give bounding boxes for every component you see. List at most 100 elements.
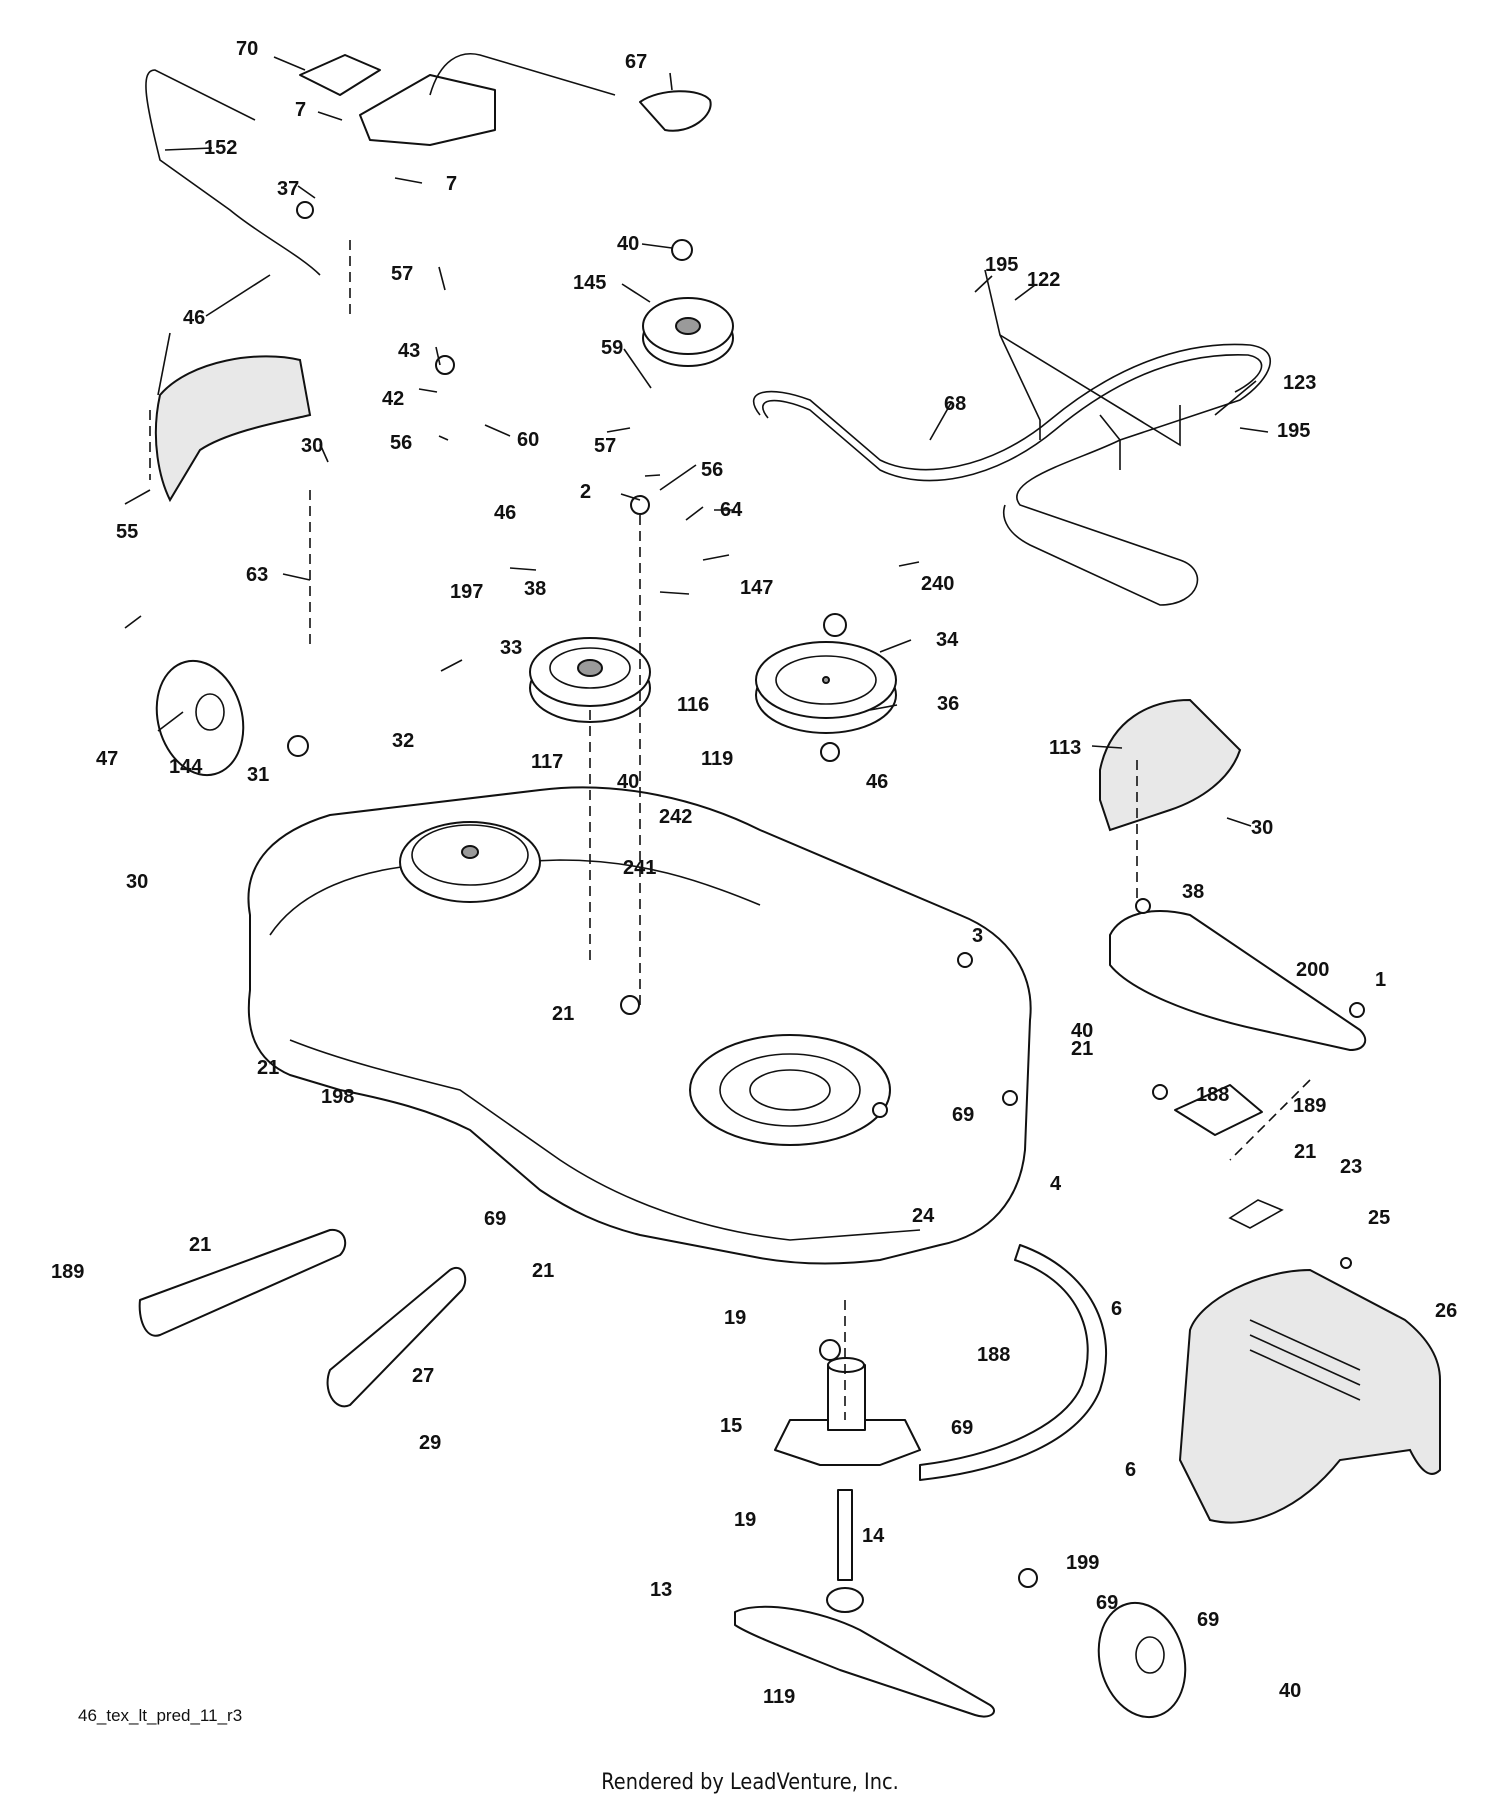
callout: 21 <box>1294 1141 1316 1163</box>
callout: 117 <box>531 751 563 773</box>
callout: 42 <box>382 388 404 410</box>
belt-guide-rod <box>984 269 1181 470</box>
callout: 30 <box>1251 817 1273 839</box>
callout: 59 <box>601 337 623 359</box>
callout: 241 <box>623 857 656 879</box>
callout: 113 <box>1049 737 1081 759</box>
callout: 57 <box>594 435 616 457</box>
discharge-chute-27 <box>1178 1268 1441 1524</box>
leader-lines <box>124 56 1269 827</box>
callout: 116 <box>677 694 709 716</box>
callout: 7 <box>295 99 306 121</box>
callout: 40 <box>617 233 639 255</box>
callout: 197 <box>450 581 483 603</box>
callout: 242 <box>659 806 692 828</box>
spindle-14 <box>774 1357 921 1466</box>
callout: 7 <box>446 173 457 195</box>
callout: 69 <box>1197 1609 1219 1631</box>
callout: 27 <box>412 1365 434 1387</box>
callout: 33 <box>500 637 522 659</box>
callout: 2 <box>580 481 591 503</box>
callout: 55 <box>116 521 138 543</box>
callout: 152 <box>204 137 237 159</box>
pulley-cover-left <box>154 355 312 503</box>
callout: 19 <box>734 1509 756 1531</box>
callout: 38 <box>1182 881 1204 903</box>
hardware <box>287 201 1365 1588</box>
callout: 69 <box>1096 1592 1118 1614</box>
callout: 31 <box>247 764 269 786</box>
callout: 26 <box>1435 1300 1457 1322</box>
callout: 56 <box>390 432 412 454</box>
callout: 21 <box>189 1234 211 1256</box>
deck-housing <box>247 786 1032 1265</box>
pulley-32 <box>755 641 897 734</box>
callout: 13 <box>650 1579 672 1601</box>
callout: 40 <box>617 771 639 793</box>
callout: 43 <box>398 340 420 362</box>
callout: 69 <box>951 1417 973 1439</box>
callout: 1 <box>1375 969 1386 991</box>
callout: 46 <box>183 307 205 329</box>
callout: 29 <box>419 1432 441 1454</box>
parts-artwork <box>138 53 1441 1719</box>
callout: 199 <box>1066 1552 1099 1574</box>
callout: 47 <box>96 748 118 770</box>
callout: 30 <box>301 435 323 457</box>
skid-199 <box>919 1244 1108 1481</box>
drive-belt-68 <box>753 343 1271 606</box>
callout: 25 <box>1368 1207 1390 1229</box>
callout: 56 <box>701 459 723 481</box>
callout: 123 <box>1283 372 1316 394</box>
callout: 240 <box>921 573 954 595</box>
spindle-shaft-13 <box>826 1489 864 1613</box>
callout: 122 <box>1027 269 1060 291</box>
callout: 195 <box>1277 420 1310 442</box>
callout: 64 <box>720 499 743 521</box>
callout: 69 <box>952 1104 974 1126</box>
deck-pulley-left <box>399 821 541 903</box>
callout: 37 <box>277 178 299 200</box>
callout: 34 <box>936 629 959 651</box>
callout: 21 <box>532 1260 554 1282</box>
callout: 14 <box>862 1525 885 1547</box>
callout: 3 <box>972 925 983 947</box>
callout: 198 <box>321 1086 354 1108</box>
callout: 24 <box>912 1205 935 1227</box>
callout: 19 <box>724 1307 746 1329</box>
idler-pulley-145 <box>642 297 734 367</box>
blade-11 <box>734 1605 995 1718</box>
callout: 38 <box>524 578 546 600</box>
hanger-bracket-lower <box>326 1267 467 1408</box>
callout: 70 <box>236 38 258 60</box>
gauge-wheel-right <box>1097 1601 1187 1719</box>
callout: 40 <box>1071 1020 1093 1042</box>
callout: 188 <box>977 1344 1010 1366</box>
drawing-reference-code: 46_tex_lt_pred_11_r3 <box>78 1706 243 1725</box>
pulley-36 <box>529 637 651 723</box>
callout: 4 <box>1050 1173 1062 1195</box>
callout: 30 <box>126 871 148 893</box>
callout: 68 <box>944 393 966 415</box>
alignment-lines <box>149 240 1311 1420</box>
callout: 32 <box>392 730 414 752</box>
callout: 57 <box>391 263 413 285</box>
callout: 46 <box>494 502 516 524</box>
callout: 6 <box>1125 1459 1136 1481</box>
callout: 200 <box>1296 959 1329 981</box>
lift-handle-assembly <box>145 53 712 276</box>
pulley-cover-right <box>1099 698 1242 832</box>
callout: 60 <box>517 429 539 451</box>
callout: 188 <box>1196 1084 1229 1106</box>
callout: 15 <box>720 1415 742 1437</box>
hanger-bracket-upper <box>138 1228 347 1337</box>
callout: 147 <box>740 577 773 599</box>
callout: 67 <box>625 51 647 73</box>
callout: 145 <box>573 272 606 294</box>
callout: 63 <box>246 564 268 586</box>
callout: 21 <box>1071 1038 1093 1060</box>
callout: 119 <box>763 1686 795 1708</box>
callout: 69 <box>484 1208 506 1230</box>
callout: 21 <box>257 1057 279 1079</box>
